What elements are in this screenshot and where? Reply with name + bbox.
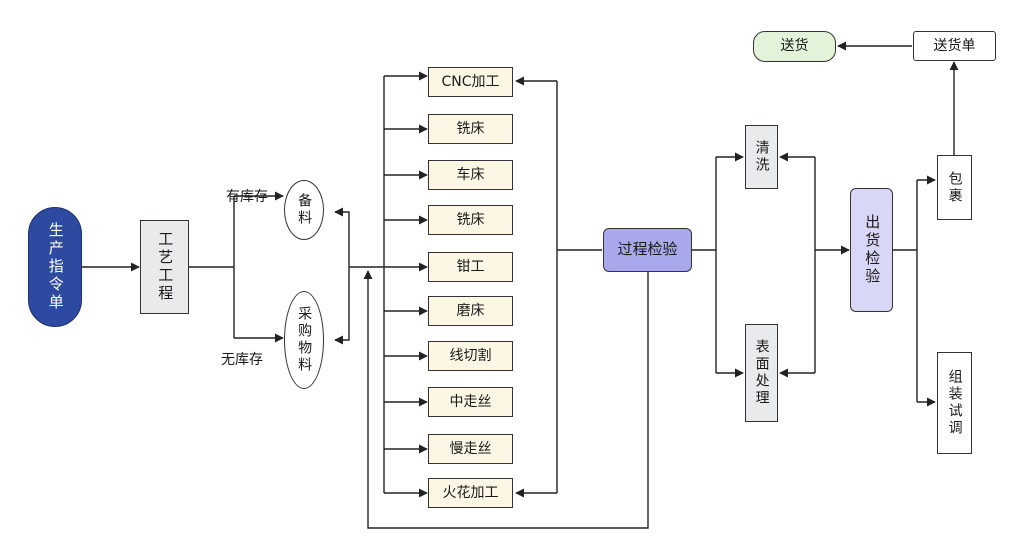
process-edm: 火花加工 — [428, 478, 513, 508]
assemble-box: 组装试调 — [937, 352, 972, 454]
process-label: 中走丝 — [449, 393, 492, 410]
process-medium-wire: 中走丝 — [428, 387, 513, 417]
purchase-label: 采购物料 — [296, 306, 313, 374]
clean-label: 清洗 — [753, 140, 770, 174]
process-label: 车床 — [456, 166, 485, 183]
pack-box: 包裹 — [937, 155, 972, 220]
assemble-label: 组装试调 — [946, 369, 963, 437]
delivery-terminal: 送货 — [753, 31, 836, 62]
inspection-box: 过程检验 — [603, 228, 692, 272]
pack-label: 包裹 — [946, 170, 963, 205]
out-of-stock-label: 无库存 — [221, 352, 263, 368]
process-label: CNC加工 — [441, 73, 500, 90]
prepare-label: 备料 — [296, 193, 313, 227]
in-stock-label: 有库存 — [226, 189, 268, 205]
process-label: 火花加工 — [442, 484, 499, 501]
process-wire-cut: 线切割 — [428, 341, 513, 371]
process-label: 钳工 — [456, 258, 485, 275]
process-label: 磨床 — [456, 302, 485, 319]
outgoing-box: 出货检验 — [850, 188, 893, 312]
process-milling-2: 铣床 — [428, 205, 513, 235]
delivery-label: 送货 — [780, 38, 809, 55]
clean-box: 清洗 — [745, 125, 778, 189]
process-label: 线切割 — [449, 347, 492, 364]
process-lathe: 车床 — [428, 160, 513, 190]
process-grinding: 磨床 — [428, 296, 513, 326]
inspection-label: 过程检验 — [617, 240, 678, 259]
process-fitter: 钳工 — [428, 252, 513, 282]
process-label: 铣床 — [456, 120, 485, 137]
craft-label: 工艺工程 — [156, 231, 175, 303]
process-label: 铣床 — [456, 211, 485, 228]
prepare-node: 备料 — [284, 180, 324, 240]
surface-box: 表面处理 — [745, 324, 778, 422]
surface-label: 表面处理 — [753, 339, 770, 407]
start-label: 生产指令单 — [46, 222, 65, 312]
process-label: 慢走丝 — [449, 440, 492, 457]
start-terminal: 生产指令单 — [28, 207, 82, 327]
craft-box: 工艺工程 — [140, 220, 189, 314]
delivery-note-box: 送货单 — [913, 31, 996, 61]
process-cnc: CNC加工 — [428, 67, 513, 97]
purchase-node: 采购物料 — [284, 291, 324, 389]
process-slow-wire: 慢走丝 — [428, 434, 513, 464]
process-milling-1: 铣床 — [428, 114, 513, 144]
delivery-note-label: 送货单 — [933, 37, 976, 54]
outgoing-label: 出货检验 — [863, 214, 882, 286]
